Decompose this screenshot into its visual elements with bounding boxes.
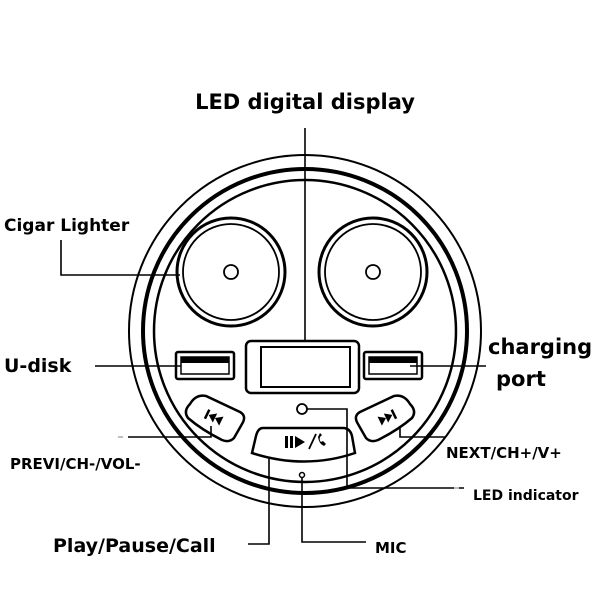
cigar-socket-left-inner: [182, 223, 280, 321]
led-display: [244, 339, 361, 395]
led-display-outer: [244, 339, 361, 395]
next-button-shape: [354, 394, 416, 443]
next-track-icon: [377, 409, 398, 426]
cigar-socket-right-pin: [365, 264, 381, 280]
usb-port-right-tongue: [369, 357, 417, 363]
play-pause-call-button[interactable]: [250, 426, 357, 463]
led-display-inner: [260, 346, 351, 388]
label-play-pause-call: Play/Pause/Call: [53, 535, 216, 557]
led-indicator-dot: [296, 403, 308, 415]
leader-mic: [301, 477, 366, 543]
usb-port-left-tongue: [181, 357, 229, 363]
leader-play: [248, 458, 270, 545]
leader-lines: [60, 128, 486, 545]
faint-mark-right: [454, 487, 459, 489]
leader-next: [399, 426, 446, 438]
usb-port-left-outer: [174, 350, 236, 381]
leader-cigar-lighter: [60, 240, 180, 276]
leader-led-indicator: [307, 408, 464, 489]
cigar-socket-left: [175, 216, 287, 328]
faint-marks: [118, 436, 459, 489]
label-cigar-lighter: Cigar Lighter: [4, 216, 130, 236]
label-led-indicator: LED indicator: [473, 488, 579, 504]
label-led-display: LED digital display: [195, 90, 415, 114]
cigar-socket-right-inner: [324, 223, 422, 321]
cigar-socket-left-pin: [223, 264, 239, 280]
cigar-socket-right-outer: [317, 216, 429, 328]
cigar-socket-right: [317, 216, 429, 328]
next-button[interactable]: [354, 394, 416, 443]
label-next: NEXT/CH+/V+: [446, 444, 562, 462]
label-port: port: [496, 367, 546, 391]
play-button-shape: [250, 426, 357, 463]
leader-previ: [128, 426, 212, 438]
label-mic: MIC: [375, 539, 407, 557]
prev-button[interactable]: [184, 394, 246, 443]
label-previ: PREVI/CH-/VOL-: [10, 455, 141, 473]
label-u-disk: U-disk: [4, 355, 72, 377]
prev-button-shape: [184, 394, 246, 443]
previous-track-icon: [203, 409, 224, 426]
cigar-socket-left-outer: [175, 216, 287, 328]
mic-dot: [298, 471, 306, 479]
faint-mark-left: [118, 436, 123, 438]
play-pause-call-icon: [285, 433, 326, 450]
usb-port-left: [174, 350, 236, 381]
label-charging: charging: [488, 335, 592, 359]
